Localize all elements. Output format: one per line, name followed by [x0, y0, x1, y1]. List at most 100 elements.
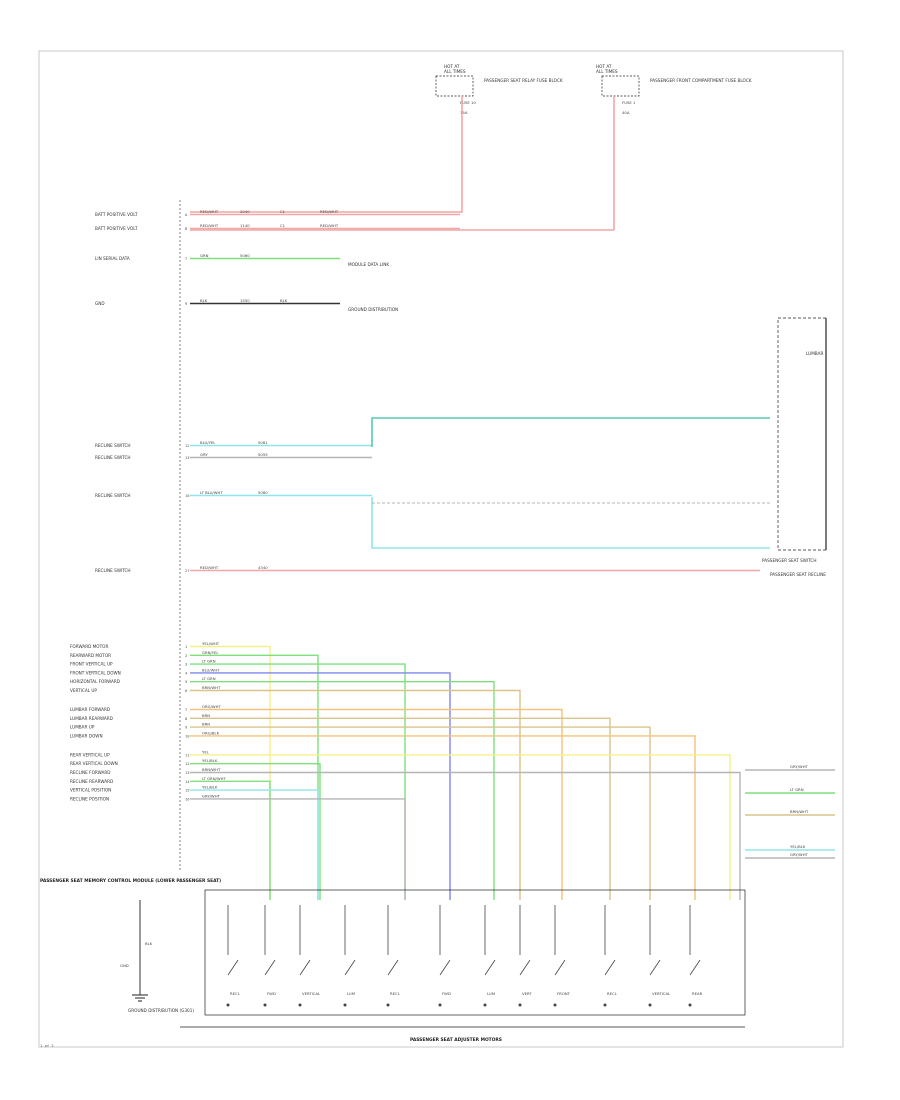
pin-label: REARWARD MOTOR: [70, 653, 111, 658]
motor-switch-contact: [649, 959, 661, 976]
svg-text:PASSENGER SEAT ADJUSTER MOTORS: PASSENGER SEAT ADJUSTER MOTORS: [410, 1037, 502, 1043]
passenger-seat-switch: PASSENGER SEAT SWITCH LUMBAR: [762, 317, 827, 563]
wire-label: 1550: [240, 298, 250, 303]
motor-terminal: [648, 1003, 652, 1007]
battery-feed-wires: [190, 96, 615, 231]
svg-text:FUSE 1: FUSE 1: [622, 100, 636, 105]
motor-label: FWD: [442, 991, 451, 996]
pin-label: LUMBAR DOWN: [70, 733, 103, 738]
pin-number: 10: [185, 733, 190, 738]
wire-label: GRN/YEL: [202, 650, 219, 655]
motor-terminal: [518, 1003, 522, 1007]
wire-label: BRN/WHT: [202, 767, 221, 772]
svg-text:BLK: BLK: [145, 941, 153, 946]
wire-label: ORG/WHT: [202, 704, 221, 709]
wire: [190, 672, 451, 900]
motor-switch-contact: [227, 959, 239, 976]
svg-text:HOT AT: HOT AT: [596, 64, 612, 69]
pin-label: BATT POSITIVE VOLT: [95, 212, 138, 217]
svg-text:LUMBAR: LUMBAR: [806, 351, 824, 356]
motor-label: VERTICAL: [652, 991, 671, 996]
wire-label: BLK: [280, 298, 288, 303]
wire-label: GRY/WHT: [202, 793, 221, 798]
motor-switch-contact: [387, 959, 399, 976]
motor-switch-contact: [554, 959, 566, 976]
wire-label: RED/WHT: [320, 209, 339, 214]
wire-label: YEL/BLK: [202, 785, 218, 790]
wire: [190, 763, 321, 900]
pin-number: 16: [185, 493, 190, 498]
pin-number: 3: [185, 662, 187, 667]
output-wire-label: YEL/BLK: [790, 844, 806, 849]
pin-label: HORIZONTAL FORWARD: [70, 679, 120, 684]
output-wire-label: BRN/WHT: [790, 809, 809, 814]
wire-label: 2040: [240, 209, 250, 214]
pin-number: 15: [185, 788, 190, 793]
svg-text:ALL TIMES: ALL TIMES: [596, 69, 618, 74]
pin-number: 16: [185, 796, 190, 801]
circuit-label: 5055: [258, 452, 268, 457]
motor-label: FRONT: [557, 991, 571, 996]
pin-number: B: [185, 226, 188, 231]
wire-label: RED/WHT: [320, 223, 339, 228]
wire-label: RED/WHT: [200, 565, 219, 570]
svg-text:15A: 15A: [460, 110, 468, 115]
motor-label: RECL: [230, 991, 241, 996]
pin-label: RECLINE SWITCH: [95, 493, 131, 498]
svg-text:ALL TIMES: ALL TIMES: [444, 69, 466, 74]
motor-switch-contact: [264, 959, 276, 976]
seat-memory-module: PASSENGER SEAT MEMORY CONTROL MODULE (LO…: [40, 200, 221, 884]
pin-label: RECLINE SWITCH: [95, 455, 131, 460]
motor-switch-contact: [604, 959, 616, 976]
motor-label: RECL: [607, 991, 618, 996]
wire-label: GRN: [200, 253, 209, 258]
output-wire-label: LT GRN: [790, 787, 804, 792]
pin-number: 5: [185, 679, 187, 684]
motor-terminal: [386, 1003, 390, 1007]
wire-label: LT BLU/WHT: [200, 490, 223, 495]
adjuster-motor-bank: PASSENGER SEAT ADJUSTER MOTORS RECL FWD VE…: [180, 889, 746, 1043]
pin-number: 7: [185, 707, 187, 712]
pin-number: 12: [185, 761, 190, 766]
wire-label: LT GRN: [202, 659, 216, 664]
motor-terminal: [263, 1003, 267, 1007]
motor-terminal: [483, 1003, 487, 1007]
motor-label: RECL: [390, 991, 401, 996]
wire: [190, 789, 319, 900]
destination-label: PASSENGER SEAT RECLINE: [770, 572, 826, 577]
pin-number: 27: [185, 568, 190, 573]
motor-terminal: [438, 1003, 442, 1007]
pin-label: RECLINE SWITCH: [95, 443, 131, 448]
wire-label: C1: [280, 223, 286, 228]
destination-label: MODULE DATA LINK: [348, 262, 389, 267]
destination-label: GROUND DISTRIBUTION: [348, 307, 398, 312]
svg-text:GROUND DISTRIBUTION (G301): GROUND DISTRIBUTION (G301): [128, 1008, 194, 1013]
svg-text:PASSENGER FRONT COMPARTMENT FU: PASSENGER FRONT COMPARTMENT FUSE BLOCK: [650, 78, 752, 83]
motor-switch-contact: [299, 959, 311, 976]
pin-label: VERTICAL UP: [70, 688, 97, 693]
motor-switch-contact: [689, 959, 701, 976]
motor-switch-contact: [484, 959, 496, 976]
svg-text:PASSENGER SEAT MEMORY CONTROL: PASSENGER SEAT MEMORY CONTROL MODULE (LO…: [40, 878, 221, 884]
pin-label: VERTICAL POSITION: [70, 788, 111, 793]
wire: [190, 708, 563, 900]
wire: [190, 798, 406, 900]
wire: [190, 726, 651, 900]
wire-label: BLU/WHT: [202, 667, 220, 672]
pin-number: A: [185, 212, 188, 217]
wire-label: BRN/WHT: [202, 685, 221, 690]
pin-number: 12: [185, 443, 190, 448]
motor-terminal: [603, 1003, 607, 1007]
pin-number: 13: [185, 455, 190, 460]
svg-text:40A: 40A: [622, 110, 630, 115]
wire-label: YEL: [202, 749, 210, 754]
pin-number: 9: [185, 301, 188, 306]
pin-number: 1: [185, 644, 188, 649]
pin-number: 6: [185, 688, 188, 693]
wire-label: 1140: [240, 223, 250, 228]
svg-text:HOT AT: HOT AT: [444, 64, 460, 69]
